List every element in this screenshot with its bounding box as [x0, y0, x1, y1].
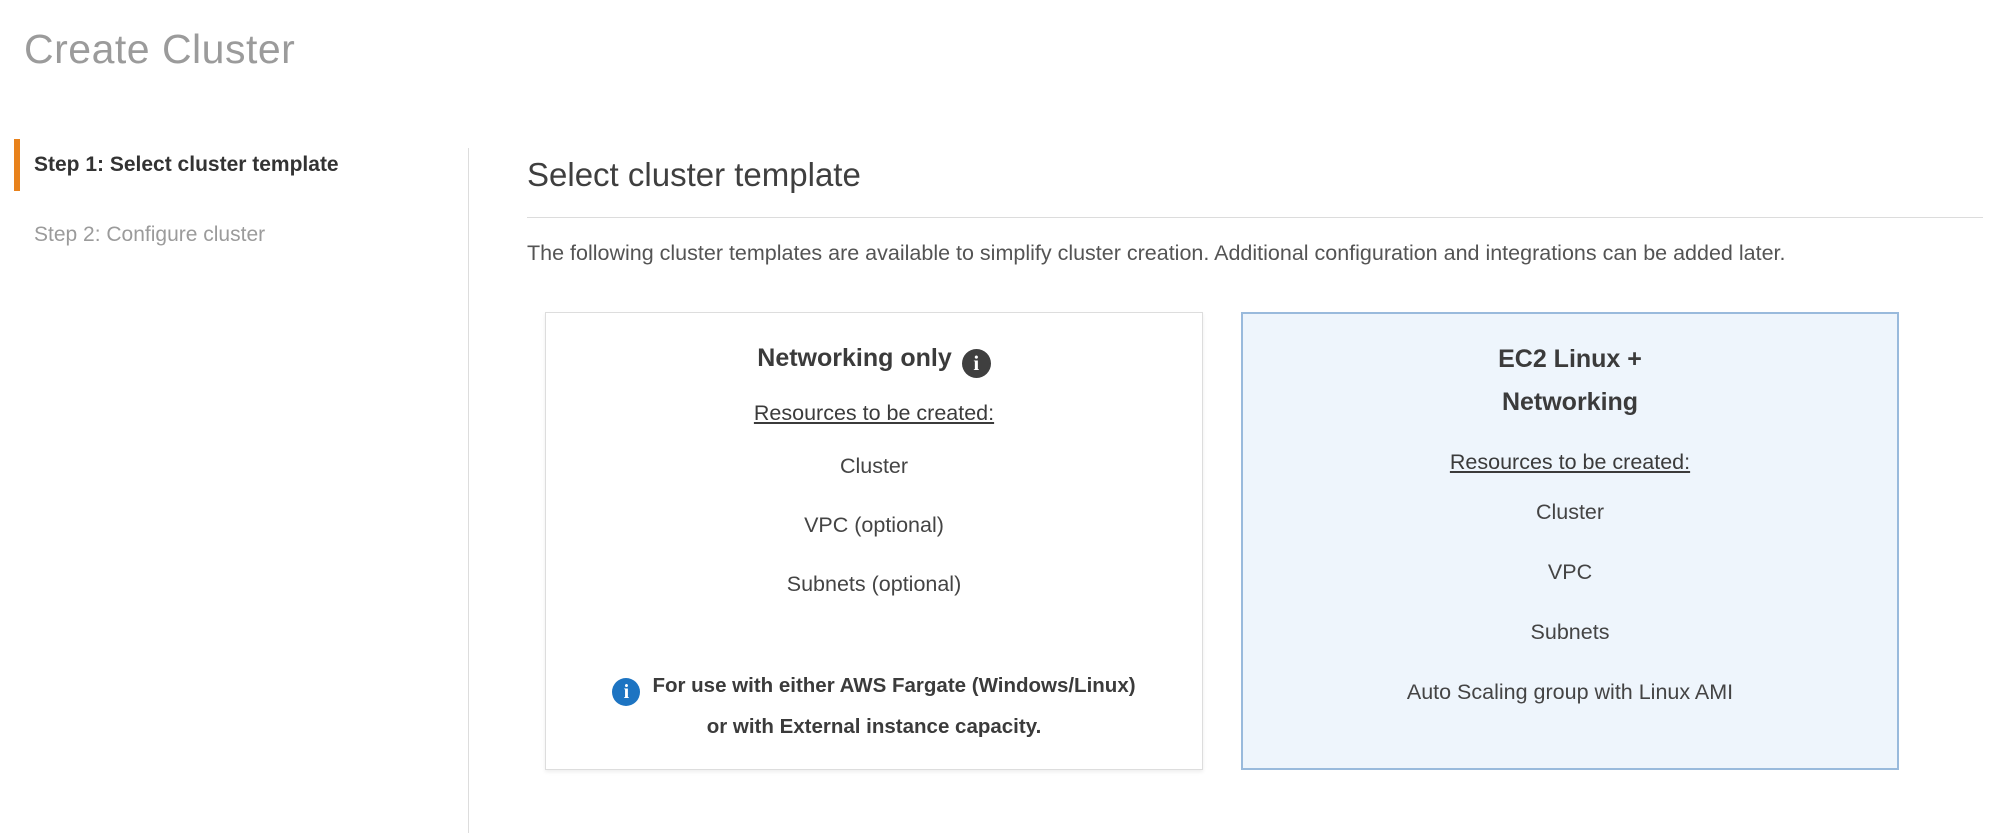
resource-item: Cluster: [839, 454, 909, 478]
info-icon[interactable]: i: [961, 349, 991, 378]
step-2-label: Step 2: Configure cluster: [34, 223, 266, 246]
card-ec2-title: EC2 Linux + Networking: [1243, 338, 1897, 424]
card-networking-only-title: Networking only i: [546, 337, 1202, 380]
card-title-line-1: EC2 Linux +: [1498, 345, 1642, 373]
resource-item: Subnets: [1530, 620, 1610, 644]
template-cards: Networking only i Resources to be created…: [545, 312, 1983, 770]
step-1-select-cluster-template[interactable]: Step 1: Select cluster template: [14, 139, 460, 191]
info-icon-glyph: i: [973, 351, 980, 375]
card-networking-only[interactable]: Networking only i Resources to be created…: [545, 312, 1203, 770]
card-note-line-1: i For use with either AWS Fargate (Window…: [546, 665, 1202, 706]
card-title-line-2: Networking: [1501, 388, 1639, 416]
resources-heading: Resources to be created:: [753, 401, 995, 425]
section-heading: Select cluster template: [527, 156, 861, 193]
heading-rule: [527, 217, 1983, 218]
resource-item: VPC (optional): [804, 513, 944, 537]
main-content: Select cluster template The following cl…: [527, 150, 1983, 770]
resource-item: Auto Scaling group with Linux AMI: [1406, 680, 1734, 704]
info-icon-glyph: i: [623, 681, 630, 703]
section-description: The following cluster templates are avai…: [527, 241, 1786, 265]
card-title-text: Networking only: [757, 344, 952, 372]
resources-heading: Resources to be created:: [1449, 450, 1691, 474]
step-1-label: Step 1: Select cluster template: [34, 153, 339, 176]
resource-item: Subnets (optional): [786, 572, 962, 596]
wizard-steps: Step 1: Select cluster template Step 2: …: [0, 139, 460, 261]
card-note-text-1: For use with either AWS Fargate (Windows…: [652, 674, 1136, 697]
card-ec2-linux-networking[interactable]: EC2 Linux + Networking Resources to be c…: [1241, 312, 1899, 770]
card-note-line-2: or with External instance capacity.: [706, 715, 1042, 738]
info-icon: i: [612, 678, 641, 706]
resource-item: Cluster: [1535, 500, 1605, 524]
resource-item: VPC: [1547, 560, 1593, 584]
sidebar-divider: [468, 148, 469, 833]
step-2-configure-cluster[interactable]: Step 2: Configure cluster: [14, 209, 460, 261]
page-title: Create Cluster: [24, 26, 296, 72]
card-note: i For use with either AWS Fargate (Window…: [546, 665, 1202, 747]
